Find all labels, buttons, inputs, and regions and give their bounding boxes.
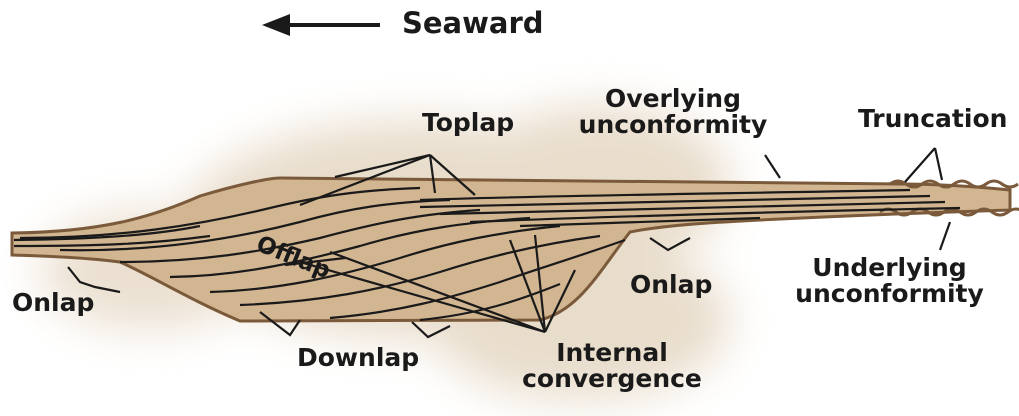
overlying-unconformity-label: Overlying unconformity (568, 86, 778, 139)
internal-line2: convergence (522, 366, 702, 392)
underlying-line2: unconformity (772, 281, 1007, 307)
seaward-label: Seaward (402, 8, 544, 38)
overlying-line1: Overlying (568, 86, 778, 112)
toplap-label: Toplap (422, 110, 514, 136)
underlying-unconformity-label: Underlying unconformity (772, 255, 1007, 308)
downlap-label: Downlap (297, 345, 419, 371)
left-arrow (262, 14, 380, 36)
underlying-line1: Underlying (772, 255, 1007, 281)
onlap-right-label: Onlap (630, 272, 712, 298)
onlap-left-label: Onlap (12, 290, 94, 316)
overlying-line2: unconformity (568, 112, 778, 138)
internal-line1: Internal (522, 340, 702, 366)
internal-convergence-label: Internal convergence (522, 340, 702, 393)
truncation-label: Truncation (858, 106, 1007, 132)
